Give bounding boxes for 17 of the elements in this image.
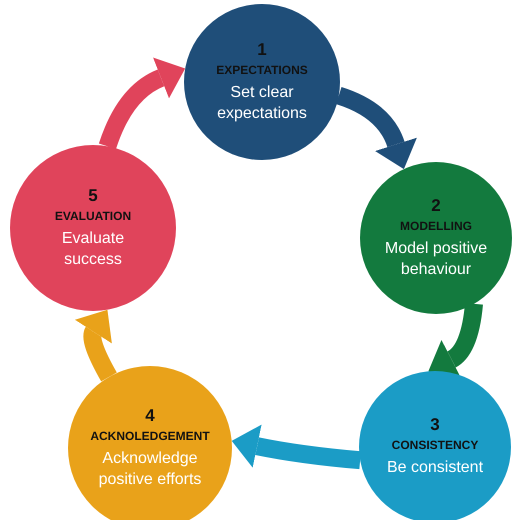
step-description: Be consistent [386,458,484,478]
step-number: 3 [430,415,440,436]
step-heading: MODELLING [400,218,472,233]
curved-arrow [232,424,361,470]
step-number: 4 [145,406,155,426]
step-heading: EVALUATION [54,208,132,223]
step-description: Set clear expectations [216,82,308,124]
step-description: Evaluate success [60,228,126,270]
step-number: 5 [88,186,98,206]
step-number: 1 [257,40,267,60]
step-heading: ACKNOLEDGEMENT [90,428,210,443]
step-heading: EXPECTATIONS [216,62,308,77]
curved-arrow [73,308,117,382]
step-heading: CONSISTENCY [392,438,478,452]
step-number: 2 [431,196,441,216]
step-description: Model positive behaviour [384,238,488,280]
step-description: Acknowledge positive efforts [98,448,202,490]
